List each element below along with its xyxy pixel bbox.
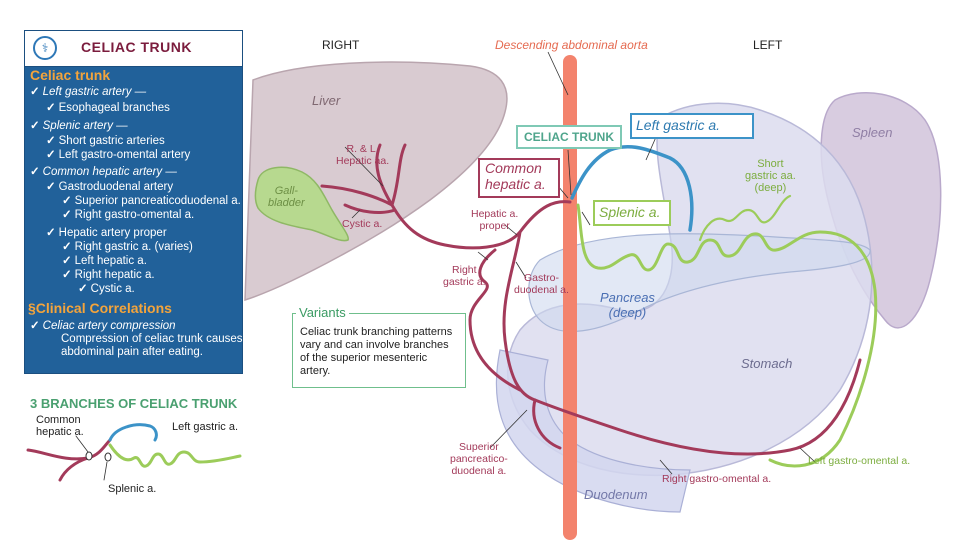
list-item: ✓Esophageal branches (46, 102, 170, 114)
list-item: ✓Common hepatic artery — (30, 166, 177, 178)
branches-title: 3 BRANCHES OF CELIAC TRUNK (30, 396, 238, 411)
list-item: ✓Left gastric artery — (30, 86, 147, 98)
left-gastric-box (630, 113, 754, 139)
gallbladder-shape (254, 166, 349, 242)
label-spleen: Spleen (852, 125, 893, 140)
label-liver: Liver (312, 93, 341, 108)
list-item: ✓Left gastro-omental artery (46, 149, 191, 161)
clinical-icon: § (28, 300, 36, 316)
list-item: ✓Right hepatic a. (62, 269, 155, 281)
left-gastric-artery (570, 144, 694, 232)
list-item: ✓Hepatic artery proper (46, 227, 167, 239)
label-splenic: Splenic a. (599, 204, 661, 220)
panel-header: ⚕ CELIAC TRUNK (25, 31, 242, 67)
label-cystic: Cystic a. (342, 218, 383, 230)
hepatic-arteries (320, 143, 862, 456)
list-item: ✓Short gastric arteries (46, 135, 165, 147)
caduceus-icon: ⚕ (33, 36, 57, 60)
label-rl-hepatic: R. & L.Hepatic aa. (336, 143, 390, 167)
variants-title: Variants (296, 305, 349, 320)
panel-title: CELIAC TRUNK (81, 39, 192, 55)
label-left-gastric: Left gastric a. (636, 117, 721, 133)
list-item: ✓Left hepatic a. (62, 255, 147, 267)
list-item: abdominal pain after eating. (61, 346, 203, 358)
splenic-artery (576, 203, 878, 468)
label-celiac-trunk: CELIAC TRUNK (524, 130, 614, 144)
label-left: LEFT (753, 38, 783, 52)
common-hepatic-box (478, 158, 560, 198)
celiac-trunk-box (516, 125, 622, 149)
duodenum-shape (495, 349, 691, 513)
aorta-leader (547, 51, 569, 96)
label-right: RIGHT (322, 38, 360, 52)
label-gastroduodenal: Gastro-duodenal a. (514, 272, 569, 296)
short-gastric-arteries (698, 194, 792, 242)
list-item: ✓Right gastric a. (varies) (62, 241, 193, 253)
label-left-gastro-omental: Left gastro-omental a. (808, 455, 911, 467)
label-hepatic-proper: Hepatic a.proper (471, 208, 519, 232)
label-right-gastro-omental: Right gastro-omental a. (662, 473, 772, 485)
variants-box (292, 313, 466, 388)
label-aorta: Descending abdominal aorta (495, 38, 648, 52)
list-item: ✓Right gastro-omental a. (62, 209, 195, 221)
label-pancreas: Pancreas(deep) (600, 290, 655, 320)
aorta-shape (563, 55, 577, 540)
label-stomach: Stomach (741, 356, 793, 371)
pancreas-shape (528, 233, 871, 332)
label-mini-splenic: Splenic a. (108, 483, 157, 495)
liver-shape (244, 61, 508, 302)
label-gallbladder: Gall-bladder (268, 185, 305, 209)
splenic-box (593, 200, 671, 226)
variants-text: Celiac trunk branching patterns vary and… (300, 326, 453, 377)
celiac-trunk-panel: ⚕ CELIAC TRUNK (24, 30, 243, 374)
list-item: ✓Gastroduodenal artery (46, 181, 174, 193)
list-item: ✓Celiac artery compression (30, 320, 176, 332)
list-item: Compression of celiac trunk causes (61, 333, 243, 345)
list-item: ✓Splenic artery — (30, 120, 128, 132)
list-item: ✓Cystic a. (78, 283, 135, 295)
section-celiac-trunk: Celiac trunk (30, 67, 111, 83)
list-item: ✓Superior pancreaticoduodenal a. (62, 195, 241, 207)
label-mini-left-gastric: Left gastric a. (172, 421, 239, 433)
label-duodenum: Duodenum (584, 487, 648, 502)
branches-mini-diagram (26, 423, 242, 482)
section-clinical-correlations: §Clinical Correlations (28, 300, 172, 316)
